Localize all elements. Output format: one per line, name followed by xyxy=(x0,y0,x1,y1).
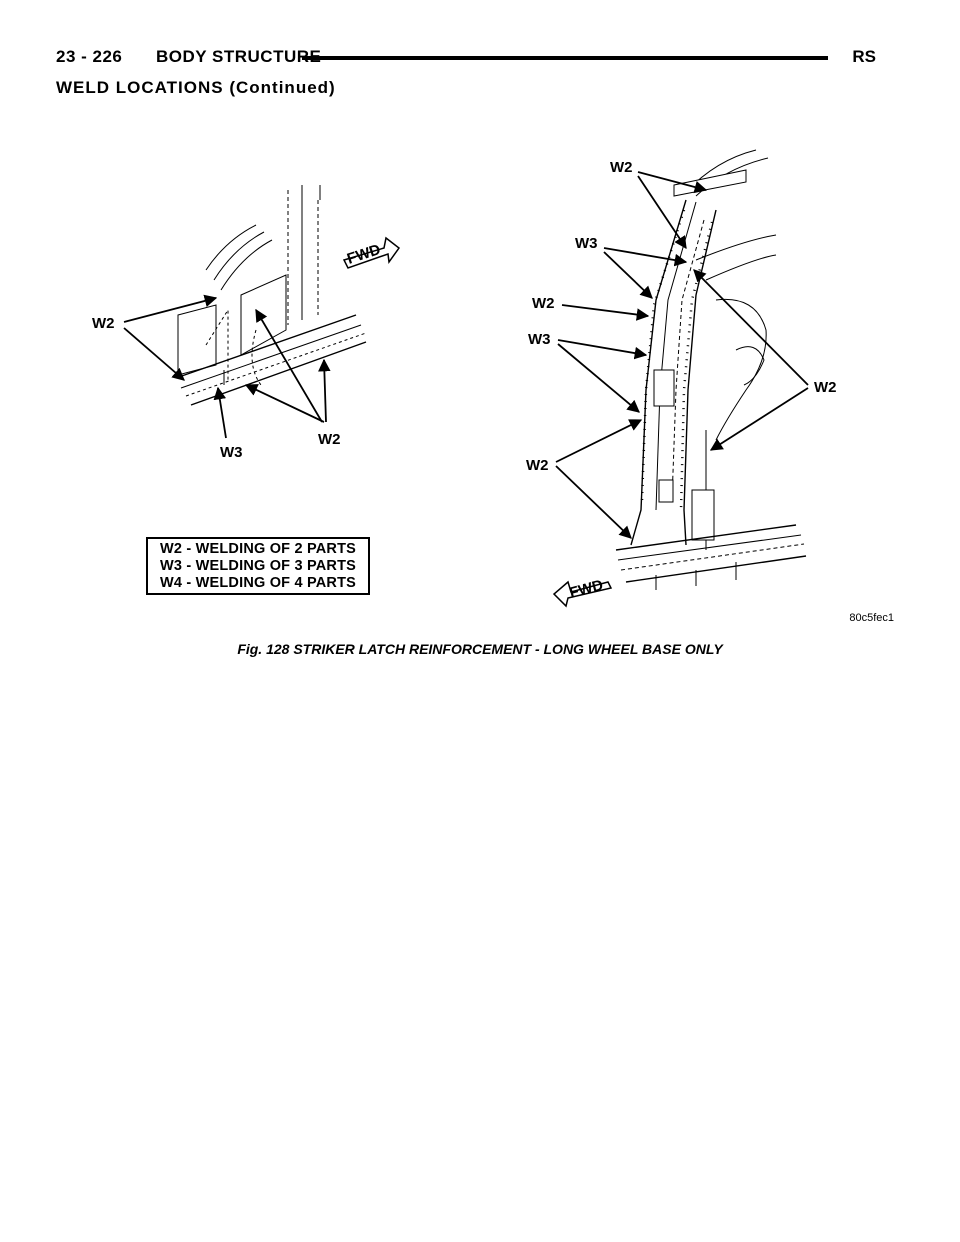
callout-right-w2-c: W2 xyxy=(526,457,549,474)
figure-caption: Fig. 128 STRIKER LATCH REINFORCEMENT - L… xyxy=(237,641,723,657)
figure-illustration: FWD W2 W3 W2 xyxy=(92,149,837,608)
right-fwd-label: FWD xyxy=(568,577,606,602)
header-section-title: BODY STRUCTURE xyxy=(156,47,322,66)
legend-line-w3: W3 - WELDING OF 3 PARTS xyxy=(159,558,357,574)
legend-line-w2: W2 - WELDING OF 2 PARTS xyxy=(159,541,357,557)
header-model-code: RS xyxy=(852,47,876,66)
callout-right-w2-right: W2 xyxy=(814,379,837,396)
callout-right-w2-top: W2 xyxy=(610,159,633,176)
callout-left-w3: W3 xyxy=(220,444,243,461)
right-leader-lines xyxy=(555,171,809,539)
figure-id: 80c5fec1 xyxy=(849,612,894,624)
callout-right-w3-b: W3 xyxy=(528,331,551,348)
left-leader-lines xyxy=(123,294,331,439)
weld-location-figure: FWD W2 W3 W2 xyxy=(56,130,896,630)
weld-legend-box: W2 - WELDING OF 2 PARTS W3 - WELDING OF … xyxy=(146,537,370,595)
legend-line-w4: W4 - WELDING OF 4 PARTS xyxy=(159,575,357,591)
right-fwd-arrow: FWD xyxy=(552,577,613,608)
section-title: WELD LOCATIONS (Continued) xyxy=(56,78,336,97)
callout-right-w3-a: W3 xyxy=(575,235,598,252)
right-body-drawing xyxy=(615,149,807,590)
header-rule xyxy=(302,56,828,60)
left-body-drawing xyxy=(175,185,367,406)
page-number: 23 - 226 xyxy=(56,47,123,66)
callout-left-w2-a: W2 xyxy=(92,315,115,332)
callout-left-w2-b: W2 xyxy=(318,431,341,448)
left-fwd-label: FWD xyxy=(345,241,383,268)
left-fwd-arrow: FWD xyxy=(342,236,401,269)
page-header: 23 - 226 BODY STRUCTURE RS xyxy=(56,47,876,73)
callout-right-w2-b: W2 xyxy=(532,295,555,312)
